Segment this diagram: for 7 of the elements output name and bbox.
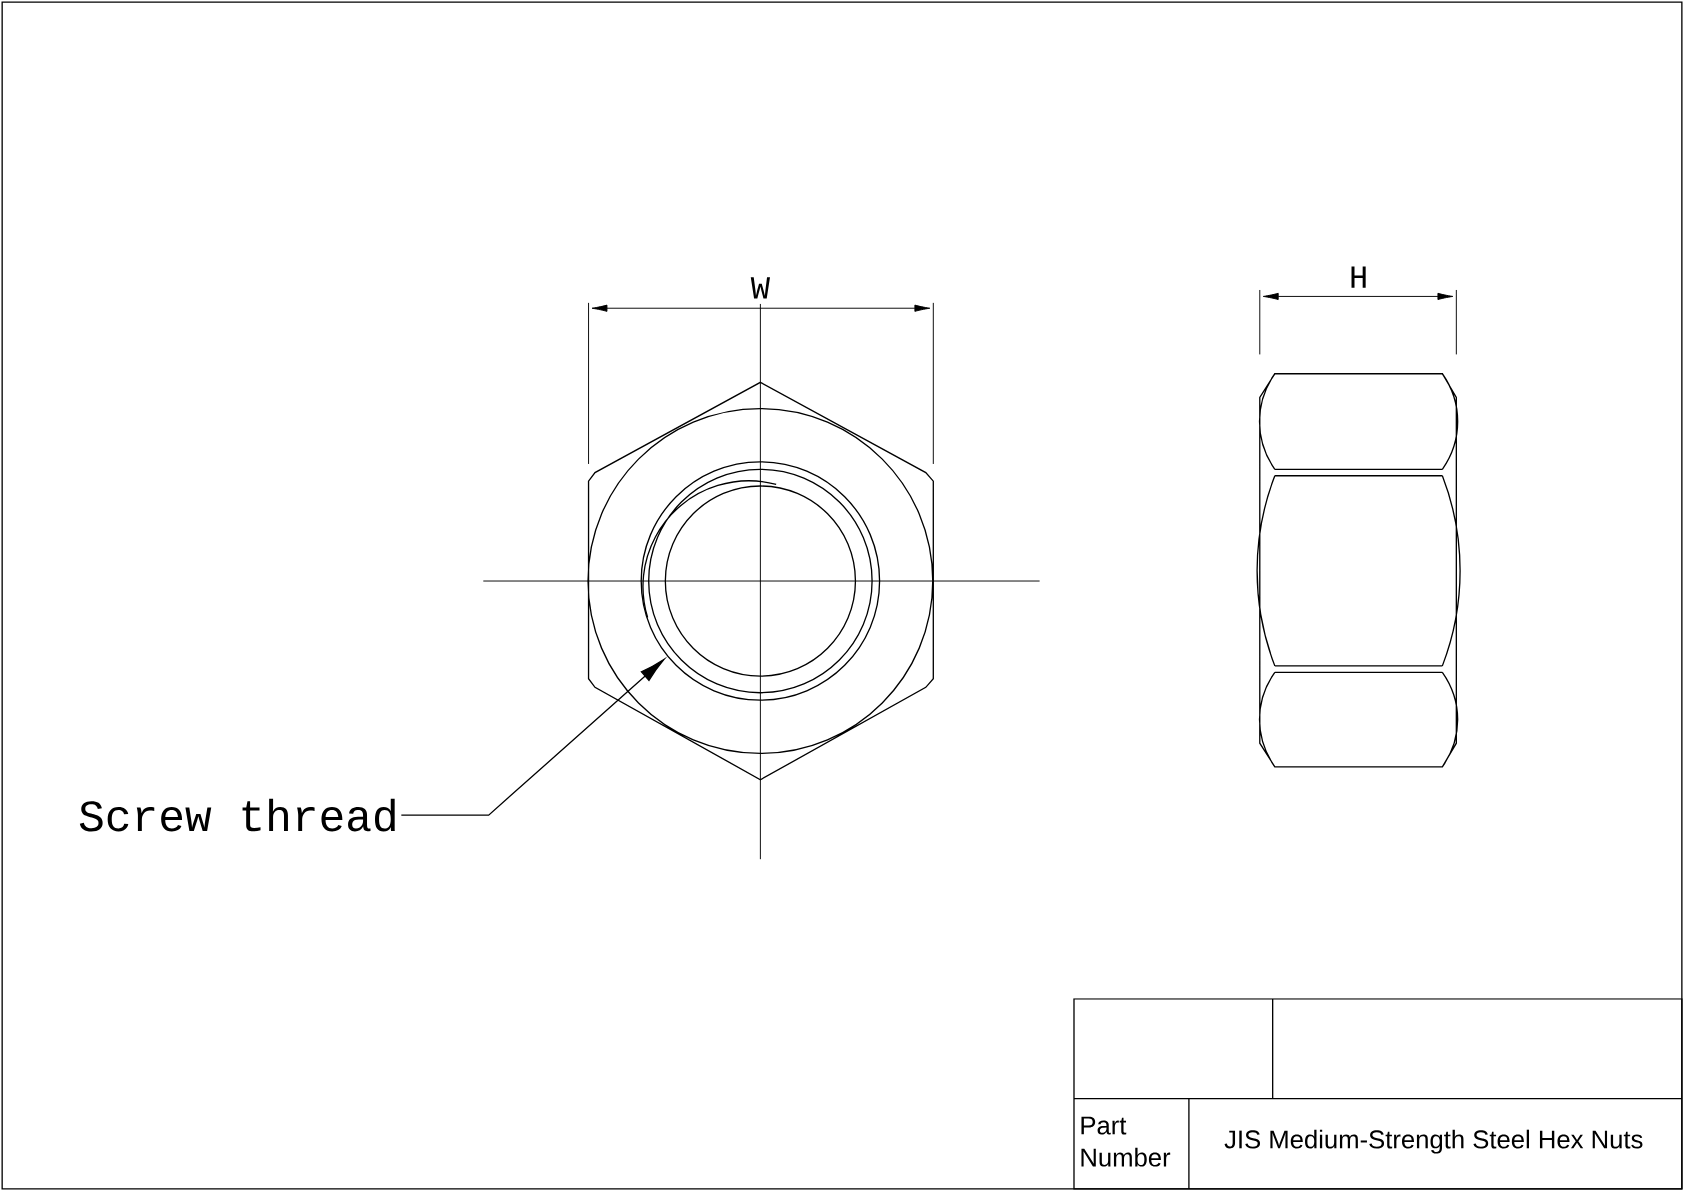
- callout-text: Screw thread: [79, 798, 395, 832]
- leader-line: [400, 658, 665, 816]
- dimension-label: W: [748, 275, 772, 301]
- dimension-label: H: [1351, 266, 1366, 288]
- table-cell-text: JIS Medium-Strength Steel Hex Nuts: [1224, 1129, 1643, 1154]
- thread-circle: [640, 461, 881, 701]
- table-cell-text: Part Number: [1081, 1116, 1171, 1167]
